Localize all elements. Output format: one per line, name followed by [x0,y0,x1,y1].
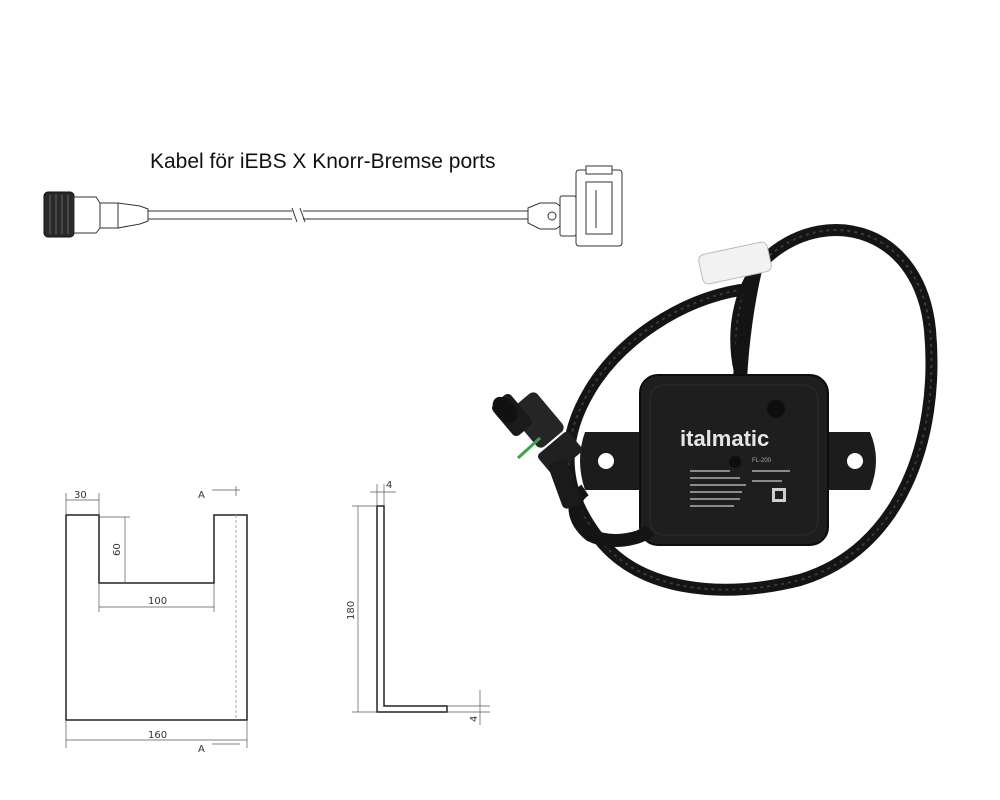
cable-left-connector [43,191,149,238]
receiver-connector [491,392,655,547]
cable-label-sleeve [698,241,772,285]
cable-drawing [43,165,623,247]
cable-title: Kabel för iEBS X Knorr-Bremse ports [150,150,496,173]
dim-4-bottom: 4 [469,716,480,722]
receiver-illustration: italmatic FL-200 [491,224,938,596]
dim-180: 180 [346,601,357,620]
receiver-fine-print [690,470,790,507]
section-a-bottom: A [198,744,205,755]
dim-4-top: 4 [386,480,392,491]
dim-30: 30 [74,490,87,501]
section-a-top: A [198,490,205,501]
cable-right-connector [527,165,623,247]
dim-160: 160 [148,730,167,741]
dim-60: 60 [112,543,123,556]
bracket-side-drawing: 4 180 4 [346,480,490,725]
receiver-model: FL-200 [752,458,772,464]
dim-100: 100 [148,596,167,607]
receiver-brand: italmatic [680,426,769,451]
mounting-flange [580,432,650,490]
bracket-front-drawing: 30 A 60 100 160 A [65,486,248,755]
